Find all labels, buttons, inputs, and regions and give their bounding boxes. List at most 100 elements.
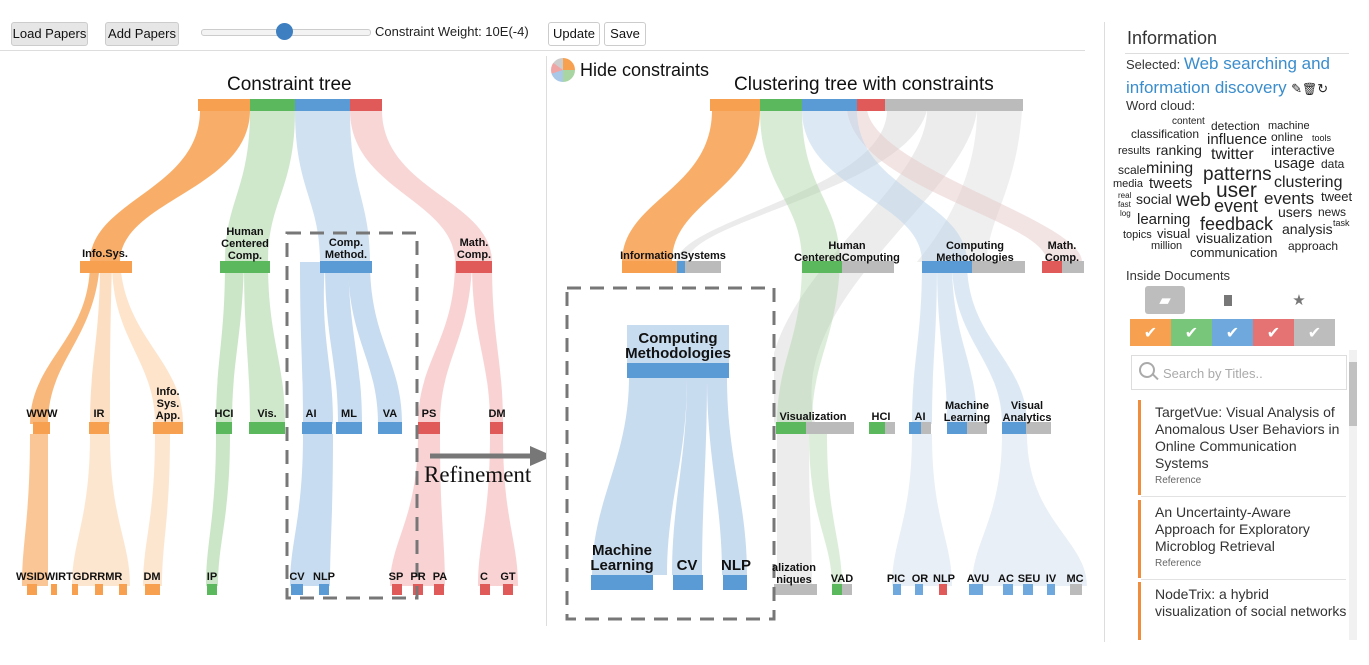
- document-title[interactable]: An Uncertainty-Aware Approach for Explor…: [1155, 504, 1310, 554]
- document-title[interactable]: TargetVue: Visual Analysis of Anomalous …: [1155, 404, 1340, 471]
- cluster-pic[interactable]: PIC: [886, 573, 906, 585]
- document-title[interactable]: NodeTrix: a hybrid visualization of soci…: [1155, 586, 1347, 619]
- information-heading: Information: [1127, 28, 1218, 48]
- hide-constraints-label: Hide constraints: [580, 59, 710, 80]
- search-input[interactable]: Search by Titles..: [1163, 366, 1263, 381]
- cluster-visualization-techniques[interactable]: alization niques: [771, 562, 816, 586]
- cluster-machine-learning[interactable]: Machine Learning: [943, 400, 991, 424]
- leaf-c[interactable]: C: [480, 571, 488, 583]
- word: social: [1136, 191, 1172, 207]
- document-item[interactable]: TargetVue: Visual Analysis of Anomalous …: [1138, 400, 1348, 495]
- cluster-information-systems[interactable]: InformationSystems: [620, 250, 726, 262]
- zoom-machine-learning[interactable]: Machine Learning: [590, 542, 654, 574]
- node-ai[interactable]: AI: [305, 408, 317, 420]
- leaf-labels-info-sys[interactable]: WSIDWIRTGDRRMR: [16, 571, 123, 583]
- leaf-pr[interactable]: PR: [410, 571, 426, 583]
- constraint-weight-slider[interactable]: [201, 23, 371, 40]
- node-human-centered-comp[interactable]: Human Centered Comp.: [221, 226, 269, 262]
- word: learning: [1137, 211, 1191, 228]
- add-papers-button[interactable]: Add Papers: [105, 22, 179, 46]
- filter-red[interactable]: ✔: [1253, 319, 1294, 346]
- cluster-computing-methodologies[interactable]: Computing Methodologies: [936, 240, 1014, 264]
- leaf-nlp[interactable]: NLP: [313, 571, 335, 583]
- document-icon: [1224, 294, 1232, 306]
- zoom-cv[interactable]: CV: [676, 557, 698, 574]
- cluster-or[interactable]: OR: [911, 573, 929, 585]
- search-box[interactable]: Search by Titles..: [1131, 355, 1347, 390]
- check-icon: ✔: [1266, 324, 1281, 342]
- cluster-nlp[interactable]: NLP: [933, 573, 955, 585]
- word-cloud-label: Word cloud:: [1126, 98, 1196, 113]
- node-vis[interactable]: Vis.: [257, 408, 277, 420]
- word: clustering: [1274, 174, 1343, 191]
- constraint-tree-graph[interactable]: [0, 0, 546, 665]
- info-heading-divider: [1125, 53, 1349, 54]
- cluster-mc[interactable]: MC: [1066, 573, 1084, 585]
- filter-green[interactable]: ✔: [1171, 319, 1212, 346]
- cluster-hci[interactable]: HCI: [871, 411, 891, 423]
- refresh-icon[interactable]: ↻: [1317, 81, 1329, 96]
- cluster-ac[interactable]: AC: [998, 573, 1014, 585]
- node-va[interactable]: VA: [382, 408, 398, 420]
- save-button[interactable]: Save: [604, 22, 646, 46]
- node-ir[interactable]: IR: [93, 408, 105, 420]
- cluster-math-comp[interactable]: Math. Comp.: [1044, 240, 1080, 264]
- node-info-sys[interactable]: Info.Sys.: [82, 248, 128, 260]
- leaf-cv[interactable]: CV: [289, 571, 305, 583]
- leaf-gt[interactable]: GT: [500, 571, 516, 583]
- word: scale: [1118, 163, 1147, 177]
- node-hci[interactable]: HCI: [214, 408, 234, 420]
- word: topics: [1123, 229, 1152, 241]
- check-icon: ✔: [1143, 324, 1158, 342]
- node-ml[interactable]: ML: [341, 408, 357, 420]
- leaf-dm[interactable]: DM: [143, 571, 161, 583]
- search-icon: [1139, 362, 1155, 378]
- word: ranking: [1156, 142, 1202, 158]
- node-comp-method[interactable]: Comp. Method.: [324, 237, 368, 261]
- cluster-avu[interactable]: AVU: [966, 573, 990, 585]
- word: approach: [1288, 239, 1339, 253]
- node-math-comp[interactable]: Math. Comp.: [456, 237, 492, 261]
- zoom-nlp[interactable]: NLP: [721, 557, 751, 574]
- tab-folder[interactable]: ▰: [1145, 286, 1185, 314]
- cluster-visualization[interactable]: Visualization: [779, 411, 847, 423]
- trash-icon[interactable]: 🗑: [1301, 82, 1318, 96]
- slider-handle[interactable]: [276, 23, 293, 40]
- hide-constraints-toggle[interactable]: Hide constraints: [551, 57, 709, 83]
- scrollbar-thumb[interactable]: [1349, 362, 1357, 426]
- filter-blue[interactable]: ✔: [1212, 319, 1253, 346]
- clustering-tree-title: Clustering tree with constraints: [734, 74, 994, 95]
- document-item[interactable]: An Uncertainty-Aware Approach for Explor…: [1138, 500, 1348, 578]
- word: analysis: [1282, 221, 1333, 237]
- cluster-vad[interactable]: VAD: [830, 573, 854, 585]
- cluster-ai[interactable]: AI: [914, 411, 926, 423]
- leaf-sp[interactable]: SP: [388, 571, 404, 583]
- tab-starred[interactable]: ★: [1288, 289, 1310, 311]
- node-www[interactable]: WWW: [26, 408, 58, 420]
- leaf-ip[interactable]: IP: [206, 571, 218, 583]
- zoom-computing-methodologies[interactable]: Computing Methodologies: [625, 330, 731, 362]
- node-info-sys-app[interactable]: Info. Sys. App.: [155, 386, 181, 422]
- word: fast: [1118, 200, 1131, 209]
- filter-gray[interactable]: ✔: [1294, 319, 1335, 346]
- word: media: [1113, 178, 1143, 190]
- cluster-iv[interactable]: IV: [1045, 573, 1057, 585]
- word: machine: [1268, 120, 1310, 132]
- update-button[interactable]: Update: [548, 22, 600, 46]
- word: users: [1278, 204, 1313, 220]
- tab-document[interactable]: [1218, 290, 1238, 310]
- word: influence: [1207, 131, 1268, 148]
- load-papers-button[interactable]: Load Papers: [11, 22, 88, 46]
- cluster-seu[interactable]: SEU: [1017, 573, 1041, 585]
- clustering-tree-graph[interactable]: [547, 0, 1104, 665]
- leaf-pa[interactable]: PA: [432, 571, 448, 583]
- cluster-human-centered-computing[interactable]: Human CenteredComputing: [794, 240, 900, 264]
- cluster-visual-analytics[interactable]: Visual Analytics: [1002, 400, 1052, 424]
- node-ps[interactable]: PS: [421, 408, 437, 420]
- node-dm[interactable]: DM: [488, 408, 506, 420]
- filter-orange[interactable]: ✔: [1130, 319, 1171, 346]
- edit-icon[interactable]: ✎: [1291, 81, 1302, 96]
- document-item[interactable]: NodeTrix: a hybrid visualization of soci…: [1138, 582, 1348, 640]
- document-list-scrollbar[interactable]: [1349, 350, 1357, 640]
- word: visualization: [1196, 230, 1273, 246]
